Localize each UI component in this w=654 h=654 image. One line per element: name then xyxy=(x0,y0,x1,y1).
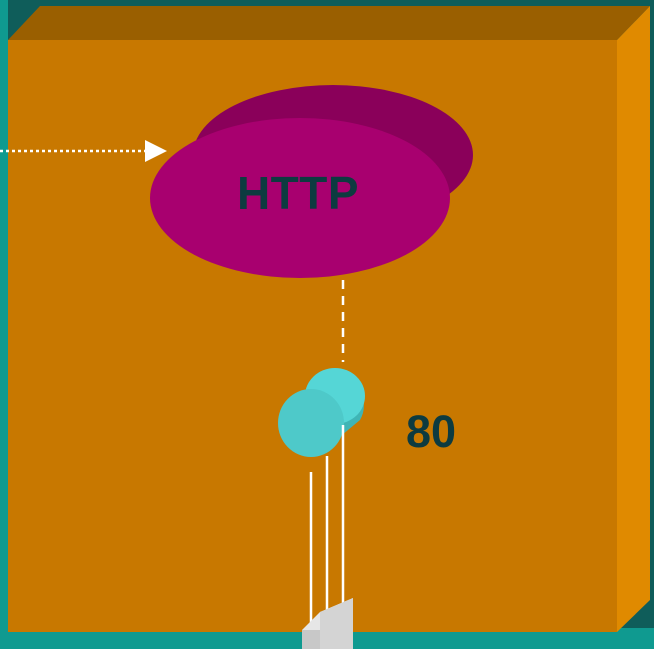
http-service-label: HTTP xyxy=(236,167,360,219)
port-cylinder-icon xyxy=(278,368,365,457)
http-ellipse-face xyxy=(150,118,450,278)
network-cable-icon xyxy=(309,425,345,630)
connector-side xyxy=(320,598,353,649)
box-side-face xyxy=(617,6,650,632)
port-cylinder-face xyxy=(278,389,344,457)
arrow-right-icon xyxy=(145,140,167,162)
connector-left xyxy=(302,630,320,649)
cable-connector-block xyxy=(302,598,353,649)
left-edge-strip xyxy=(0,0,8,649)
port-number-label: 80 xyxy=(406,406,457,457)
box-top-face xyxy=(8,6,650,40)
incoming-request-arrow xyxy=(0,140,167,162)
http-service-ellipse xyxy=(150,85,473,278)
